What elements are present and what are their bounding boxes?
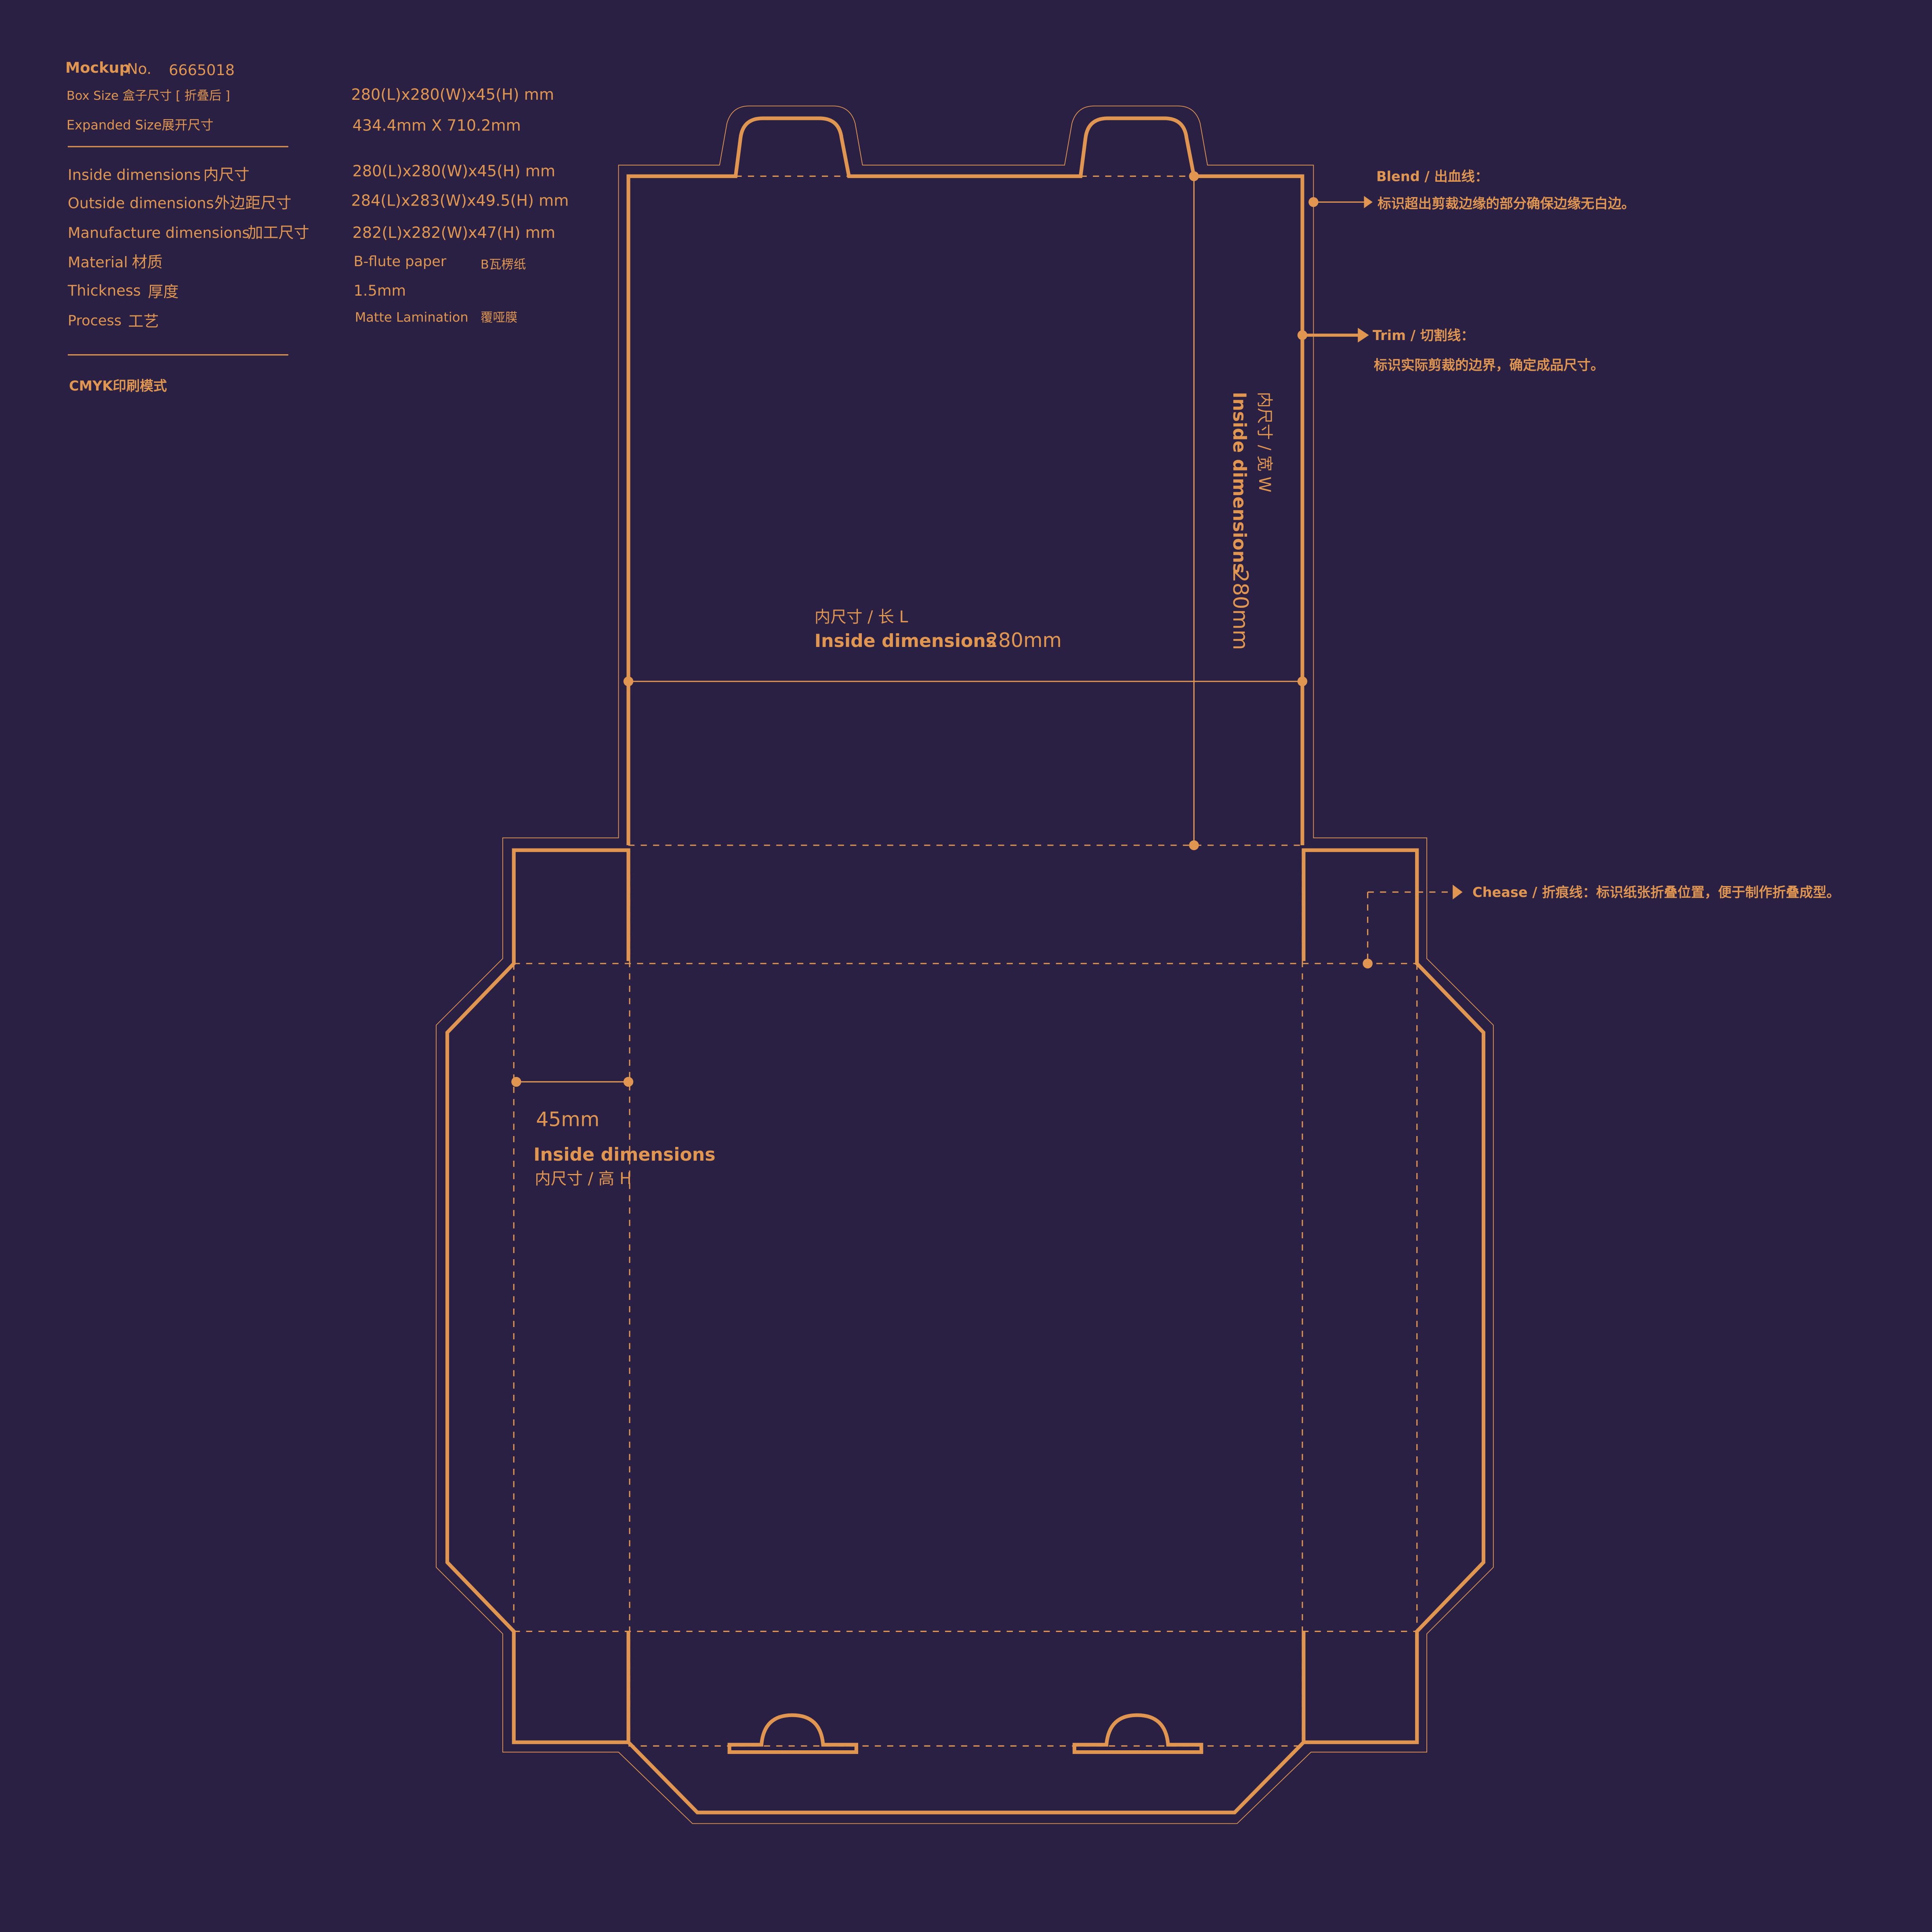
trim-line-top-panel bbox=[626, 116, 1304, 845]
box-size-value: 280(L)x280(W)x45(H) mm bbox=[351, 86, 554, 103]
height-label-cn: 内尺寸 / 高 H bbox=[535, 1170, 632, 1188]
lock-tab-right bbox=[1072, 1713, 1203, 1754]
process-value: Matte Lamination bbox=[355, 309, 468, 325]
width-label-cn: 内尺寸 / 宽 W bbox=[1255, 392, 1274, 492]
trim-description: 标识实际剪裁的边界，确定成品尺寸。 bbox=[1374, 357, 1604, 373]
process-value-cn: 覆哑膜 bbox=[481, 311, 518, 325]
outside-dimensions-label-cn: 外边距尺寸 bbox=[214, 194, 292, 212]
bleed-marker-dot bbox=[1308, 197, 1319, 207]
bleed-title: Blend / 出血线： bbox=[1376, 169, 1489, 185]
trim-title: Trim / 切割线： bbox=[1373, 328, 1474, 343]
crease-description: Chease / 折痕线：标识纸张折叠位置，便于制作折叠成型。 bbox=[1472, 884, 1840, 900]
manufacture-dimensions-label: Manufacture dimensions bbox=[68, 224, 250, 242]
length-label-en: Inside dimensions bbox=[815, 631, 996, 651]
width-dimension-dot-top bbox=[1189, 171, 1199, 181]
outside-dimensions-label: Outside dimensions bbox=[68, 195, 214, 212]
width-dimension-dot-bottom bbox=[1189, 840, 1199, 850]
material-label-cn: 材质 bbox=[132, 253, 162, 271]
manufacture-dimensions-label-cn: 加工尺寸 bbox=[248, 224, 309, 242]
inside-dimensions-label-cn: 内尺寸 bbox=[203, 166, 249, 183]
thickness-value: 1.5mm bbox=[354, 282, 406, 299]
trim-line-lower-panel bbox=[445, 848, 1486, 1814]
length-value: 280mm bbox=[986, 629, 1062, 652]
bleed-description: 标识超出剪裁边缘的部分确保边缘无白边。 bbox=[1378, 196, 1635, 212]
lock-tab-left bbox=[727, 1713, 859, 1754]
height-dimension-dot-left bbox=[511, 1077, 521, 1087]
height-value: 45mm bbox=[536, 1108, 599, 1131]
material-value: B-flute paper bbox=[354, 253, 447, 270]
manufacture-dimensions-value: 282(L)x282(W)x47(H) mm bbox=[353, 224, 555, 242]
material-value-cn: B瓦楞纸 bbox=[481, 258, 526, 272]
box-size-label: Box Size 盒子尺寸 [ 折叠后 ] bbox=[67, 89, 230, 103]
outside-dimensions-value: 284(L)x283(W)x49.5(H) mm bbox=[351, 192, 569, 210]
thickness-label: Thickness bbox=[67, 282, 141, 299]
crease-lines bbox=[513, 175, 1454, 1747]
width-label-en: Inside dimensions bbox=[1229, 392, 1250, 573]
thickness-label-cn: 厚度 bbox=[148, 283, 178, 300]
expanded-size-value: 434.4mm X 710.2mm bbox=[353, 116, 521, 134]
inside-dimensions-value: 280(L)x280(W)x45(H) mm bbox=[353, 162, 555, 180]
crease-marker-dot bbox=[1363, 958, 1373, 969]
bleed-marker-arrow bbox=[1364, 196, 1373, 208]
mockup-label: Mockup bbox=[65, 59, 130, 76]
process-label: Process bbox=[68, 312, 122, 329]
width-label-en-group: Inside dimensions 280mm bbox=[1228, 392, 1252, 650]
print-mode: CMYK印刷模式 bbox=[69, 378, 167, 394]
length-dimension-dot-left bbox=[623, 676, 634, 687]
process-label-cn: 工艺 bbox=[128, 313, 159, 330]
trim-marker-arrow bbox=[1358, 328, 1369, 343]
expanded-size-label: Expanded Size展开尺寸 bbox=[67, 117, 214, 132]
length-dimension-dot-right bbox=[1297, 676, 1308, 687]
width-label-group: 内尺寸 / 宽 W bbox=[1255, 392, 1274, 492]
height-dimension-dot-right bbox=[623, 1077, 634, 1087]
crease-marker-arrow bbox=[1453, 884, 1463, 900]
length-label-cn: 内尺寸 / 长 L bbox=[815, 608, 908, 626]
material-label: Material bbox=[68, 254, 128, 271]
inside-dimensions-label: Inside dimensions bbox=[68, 166, 201, 183]
trim-marker-dot bbox=[1297, 330, 1308, 340]
height-label-en: Inside dimensions bbox=[533, 1144, 715, 1165]
mockup-no-label: No. bbox=[127, 60, 151, 78]
bleed-line bbox=[436, 105, 1494, 1824]
mockup-number: 6665018 bbox=[169, 61, 235, 79]
width-value: 280mm bbox=[1228, 569, 1252, 650]
